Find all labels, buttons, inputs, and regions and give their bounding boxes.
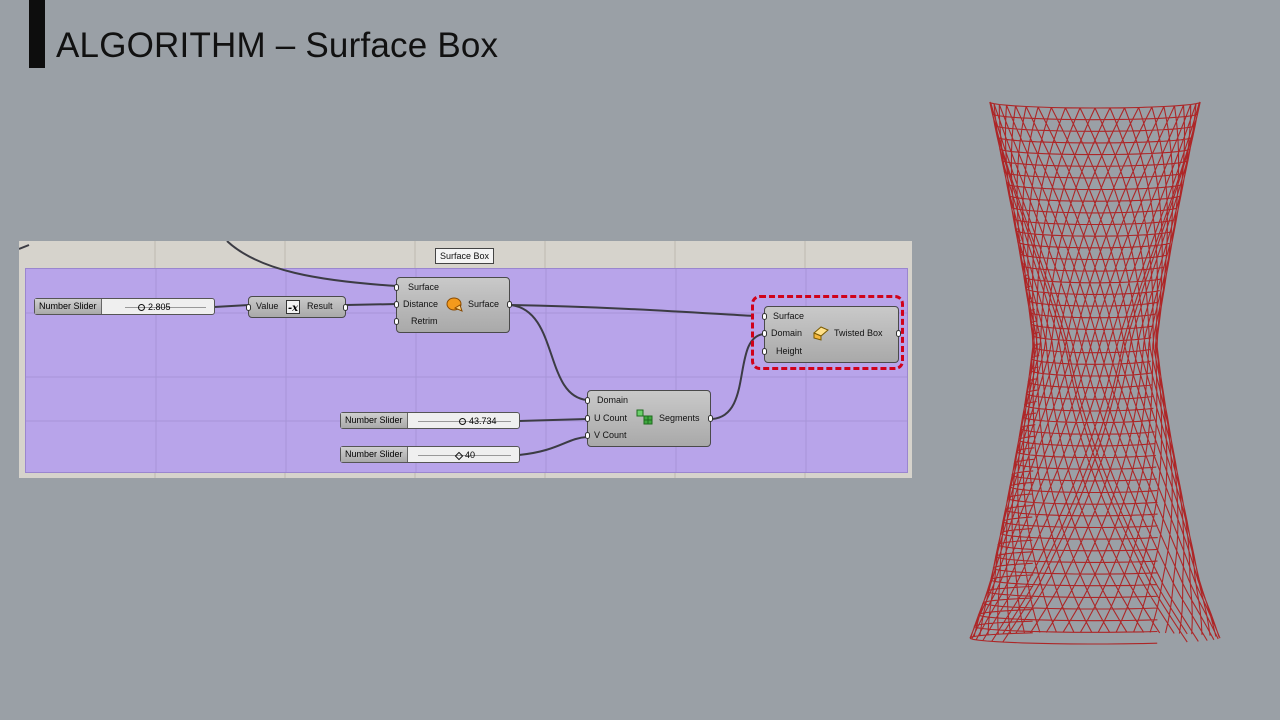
input-port[interactable] [246, 304, 251, 311]
wire-v-count [518, 436, 588, 456]
input-port-surface[interactable] [394, 284, 399, 291]
slider-track[interactable] [125, 307, 206, 308]
offset-input-distance: Distance [403, 299, 439, 309]
input-port-surface[interactable] [762, 313, 767, 320]
slider-value: 40 [454, 448, 475, 462]
slider-name: Number Slider [341, 447, 408, 462]
offset-input-surface: Surface [408, 282, 440, 292]
slide-title: ALGORITHM – Surface Box [56, 26, 499, 65]
divide-input-v-count: V Count [594, 430, 627, 440]
divide-input-u-count: U Count [594, 413, 628, 423]
wire-u-count [518, 418, 588, 422]
box-input-surface: Surface [773, 311, 805, 321]
offset-surface-icon [446, 297, 464, 315]
group-label: Surface Box [435, 248, 495, 264]
title-accent-bar [29, 0, 45, 68]
divide-domain-node[interactable]: Domain U Count V Count Segments [585, 390, 713, 447]
slider-knob[interactable] [454, 451, 464, 460]
input-port-domain[interactable] [585, 397, 590, 404]
mesh-lines [969, 101, 1221, 645]
output-port[interactable] [343, 304, 348, 311]
box-output-twisted-box: Twisted Box [834, 328, 883, 338]
divide-output-segments: Segments [659, 413, 700, 423]
grasshopper-canvas[interactable]: Surface Box Number Slider 2.805 Value -x… [19, 241, 912, 478]
slider-knob[interactable] [459, 418, 466, 426]
slider-value: 2.805 [138, 300, 171, 314]
output-port-segments[interactable] [708, 415, 713, 422]
wire-result-distance [345, 303, 398, 306]
divide-domain-grid-icon [636, 409, 654, 429]
input-port-u-count[interactable] [585, 415, 590, 422]
slider-track[interactable] [418, 455, 511, 456]
expression-input-label: Value [256, 301, 279, 311]
offset-input-retrim: Retrim [411, 316, 438, 326]
wire-segments-domain [711, 333, 765, 420]
wire-offset-domain [510, 304, 588, 401]
box-input-height: Height [776, 346, 803, 356]
slider-name: Number Slider [341, 413, 408, 428]
surface-box-icon [812, 324, 830, 344]
expression-output-label: Result [307, 301, 333, 311]
surface-box-node[interactable]: Surface Domain Height Twisted Box [762, 306, 901, 363]
offset-surface-node[interactable]: Surface Distance Retrim Surface [394, 277, 512, 333]
highlight-box [751, 295, 904, 370]
number-slider-u-count[interactable]: Number Slider 43.734 [340, 412, 520, 429]
input-port-v-count[interactable] [585, 432, 590, 439]
wire-surface-in [226, 241, 398, 287]
offset-output-surface: Surface [468, 299, 500, 309]
svg-text:-x: -x [288, 303, 299, 314]
slider-knob[interactable] [138, 304, 145, 312]
divide-input-domain: Domain [597, 395, 629, 405]
input-port-height[interactable] [762, 348, 767, 355]
twisted-box-mesh-preview [969, 101, 1221, 645]
input-port-distance[interactable] [394, 301, 399, 308]
input-port-domain[interactable] [762, 330, 767, 337]
slider-name: Number Slider [35, 299, 102, 314]
output-port-twisted-box[interactable] [896, 330, 901, 337]
expression-node[interactable]: Value -x Result [246, 296, 348, 318]
number-slider-v-count[interactable]: Number Slider 40 [340, 446, 520, 463]
number-slider-distance[interactable]: Number Slider 2.805 [34, 298, 215, 315]
input-port-retrim[interactable] [394, 318, 399, 325]
wire-slider-value [213, 304, 250, 308]
output-port-surface[interactable] [507, 301, 512, 308]
wire-offset-box [510, 304, 755, 317]
wires [19, 241, 765, 456]
box-input-domain: Domain [771, 328, 803, 338]
slider-value: 43.734 [459, 414, 497, 428]
expression-x-icon: -x [286, 300, 300, 316]
